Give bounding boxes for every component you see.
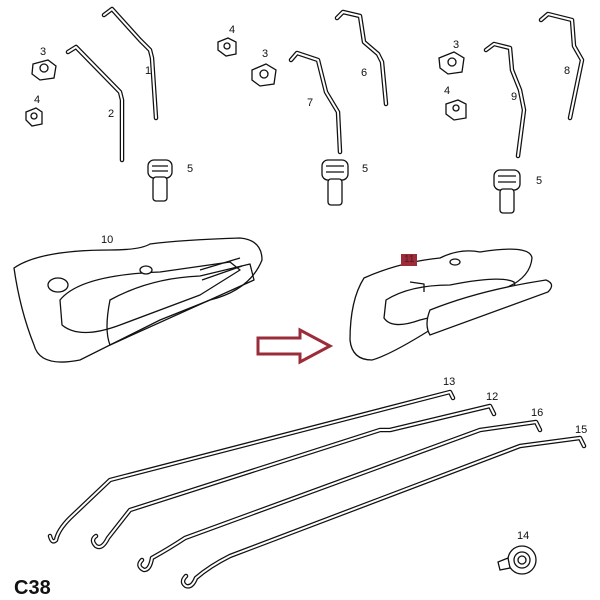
lock-knob-5	[147, 159, 173, 202]
rod-16	[137, 419, 543, 573]
door-handle-11	[349, 248, 553, 361]
door-handle-10	[13, 237, 263, 363]
lock-knob-5	[321, 159, 349, 206]
callout-8: 8	[564, 65, 571, 77]
callout-15: 15	[575, 424, 588, 436]
diagram-code: C38	[14, 577, 51, 599]
arrow-icon	[256, 327, 334, 365]
clip-4	[217, 37, 237, 57]
callout-9: 9	[511, 91, 518, 103]
clip-3	[438, 51, 465, 75]
callout-4: 4	[444, 85, 451, 97]
callout-14: 14	[517, 530, 530, 542]
callout-3: 3	[262, 48, 269, 60]
callout-3: 3	[453, 39, 460, 51]
callout-7: 7	[307, 97, 314, 109]
callout-3: 3	[40, 46, 47, 58]
bushing-14	[497, 545, 537, 575]
callout-5: 5	[536, 175, 543, 187]
callout-16: 16	[531, 407, 544, 419]
clip-3	[31, 59, 57, 81]
callout-2: 2	[108, 108, 115, 120]
callout-1: 1	[145, 65, 152, 77]
callout-10: 10	[101, 234, 114, 246]
callout-4: 4	[34, 94, 41, 106]
rod-6	[334, 9, 389, 107]
clip-4	[25, 107, 43, 127]
callout-5: 5	[362, 163, 369, 175]
callout-6: 6	[361, 67, 368, 79]
rod-9	[483, 41, 527, 159]
rod-2	[65, 44, 125, 163]
clip-3	[251, 63, 277, 87]
lock-knob-5	[493, 169, 521, 214]
callout-4: 4	[229, 24, 236, 36]
callout-5: 5	[187, 163, 194, 175]
callout-11: 11	[401, 254, 418, 266]
rod-13	[47, 389, 456, 544]
rod-7	[288, 50, 343, 155]
rod-12	[90, 403, 497, 550]
rod-15	[180, 435, 587, 589]
clip-4	[445, 99, 467, 121]
rod-1	[101, 6, 159, 121]
callout-12: 12	[486, 391, 499, 403]
callout-13: 13	[443, 376, 456, 388]
rod-8	[538, 11, 585, 121]
